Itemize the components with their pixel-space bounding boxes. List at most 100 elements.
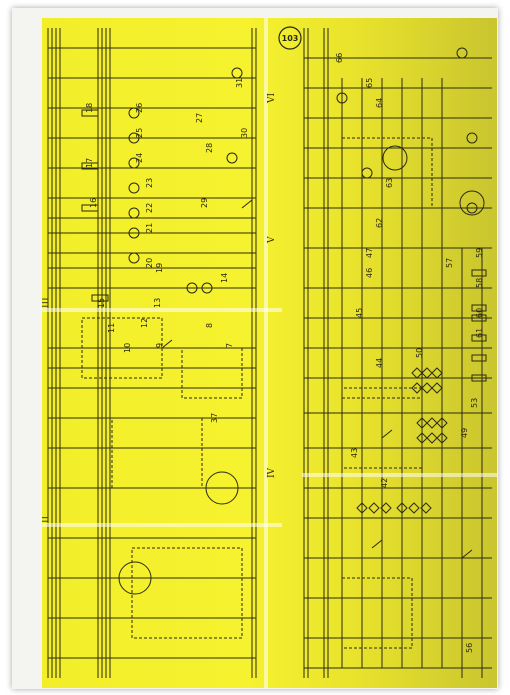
component-number-label: 62: [375, 218, 384, 228]
resistor: [471, 334, 487, 342]
resistor: [471, 374, 487, 382]
component-number-label: 60: [475, 308, 484, 318]
lamp-circle: [201, 282, 213, 294]
resistor: [81, 204, 99, 212]
section-label-vi: VI: [267, 93, 277, 104]
resistor: [91, 294, 109, 302]
component-number-label: 53: [470, 398, 479, 408]
fold-band: [42, 308, 282, 312]
component-number-label: 65: [365, 78, 374, 88]
component-number-label: 13: [153, 298, 162, 308]
component-number-label: 47: [365, 248, 374, 258]
component-number-label: 42: [380, 478, 389, 488]
component-number-label: 8: [205, 323, 214, 328]
diode-diamond: [356, 502, 368, 514]
badge-circle: [278, 26, 302, 50]
component-number-label: 29: [200, 198, 209, 208]
switch-contact: [241, 199, 253, 209]
switch-contact: [381, 429, 393, 439]
diode-diamond: [426, 417, 438, 429]
lamp-circle: [231, 67, 243, 79]
lamp-circle: [128, 207, 140, 219]
component-number-label: 22: [145, 203, 154, 213]
resistor: [81, 109, 99, 117]
component-number-label: 14: [220, 273, 229, 283]
resistor: [471, 304, 487, 312]
component-number-label: 20: [145, 258, 154, 268]
resistor: [471, 314, 487, 322]
section-label-iii: III: [42, 297, 51, 308]
component-number-label: 7: [225, 343, 234, 348]
diode-diamond: [431, 367, 443, 379]
diode-diamond: [396, 502, 408, 514]
diode-diamond: [411, 367, 423, 379]
motor-circle: [459, 190, 485, 216]
component-number-label: 19: [155, 263, 164, 273]
component-number-label: 24: [135, 153, 144, 163]
section-label-iv: IV: [267, 467, 277, 478]
component-box: [111, 417, 203, 489]
badge-number: 103: [282, 34, 299, 43]
lamp-circle: [226, 152, 238, 164]
diode-diamond: [431, 382, 443, 394]
diode-diamond: [436, 432, 448, 444]
component-number-label: 26: [135, 103, 144, 113]
component-number-label: 64: [375, 98, 384, 108]
section-label-ii: II: [42, 515, 51, 523]
lamp-circle: [128, 252, 140, 264]
lamp-circle: [456, 47, 468, 59]
diode-diamond: [408, 502, 420, 514]
resistor: [81, 162, 99, 170]
component-number-label: 50: [415, 348, 424, 358]
lamp-circle: [128, 157, 140, 169]
component-number-label: 63: [385, 178, 394, 188]
component-box: [341, 317, 423, 389]
component-number-label: 58: [475, 278, 484, 288]
component-number-label: 43: [350, 448, 359, 458]
lamp-circle: [128, 107, 140, 119]
component-number-label: 28: [205, 143, 214, 153]
fold-band: [302, 473, 497, 477]
lamp-circle: [361, 167, 373, 179]
lamp-circle: [128, 132, 140, 144]
wires: [47, 28, 492, 678]
component-box: [341, 577, 413, 649]
component-number-label: 31: [235, 78, 244, 88]
component-number-label: 66: [335, 53, 344, 63]
lamp-circle: [466, 132, 478, 144]
component-number-label: 23: [145, 178, 154, 188]
diode-diamond: [420, 502, 432, 514]
component-number-label: 61: [475, 328, 484, 338]
motor-circle: [382, 145, 408, 171]
diode-diamond: [426, 432, 438, 444]
component-number-label: 12: [140, 318, 149, 328]
component-number-label: 44: [375, 358, 384, 368]
switch-contact: [461, 549, 473, 559]
components: [81, 47, 487, 649]
diode-diamond: [411, 382, 423, 394]
fold-band: [264, 18, 268, 688]
section-roman-labels: VI V IV III II: [42, 93, 277, 523]
fold-bands: [42, 18, 497, 688]
component-number-label: 57: [445, 258, 454, 268]
motor-circle: [118, 561, 152, 595]
diode-diamond: [421, 367, 433, 379]
component-number-label: 30: [240, 128, 249, 138]
diode-diamond: [368, 502, 380, 514]
lamp-circle: [336, 92, 348, 104]
component-number-label: 21: [145, 223, 154, 233]
lamp-circle: [128, 182, 140, 194]
section-label-v: V: [267, 236, 277, 244]
component-number-label: 16: [89, 198, 98, 208]
switch-contact: [371, 539, 383, 549]
component-number-label: 25: [135, 128, 144, 138]
sheet-badge: 103: [278, 26, 302, 50]
component-number-label: 15: [97, 298, 106, 308]
component-number-label: 9: [155, 343, 164, 348]
motor-circle: [205, 471, 239, 505]
component-box: [341, 397, 423, 469]
diode-diamond: [421, 382, 433, 394]
